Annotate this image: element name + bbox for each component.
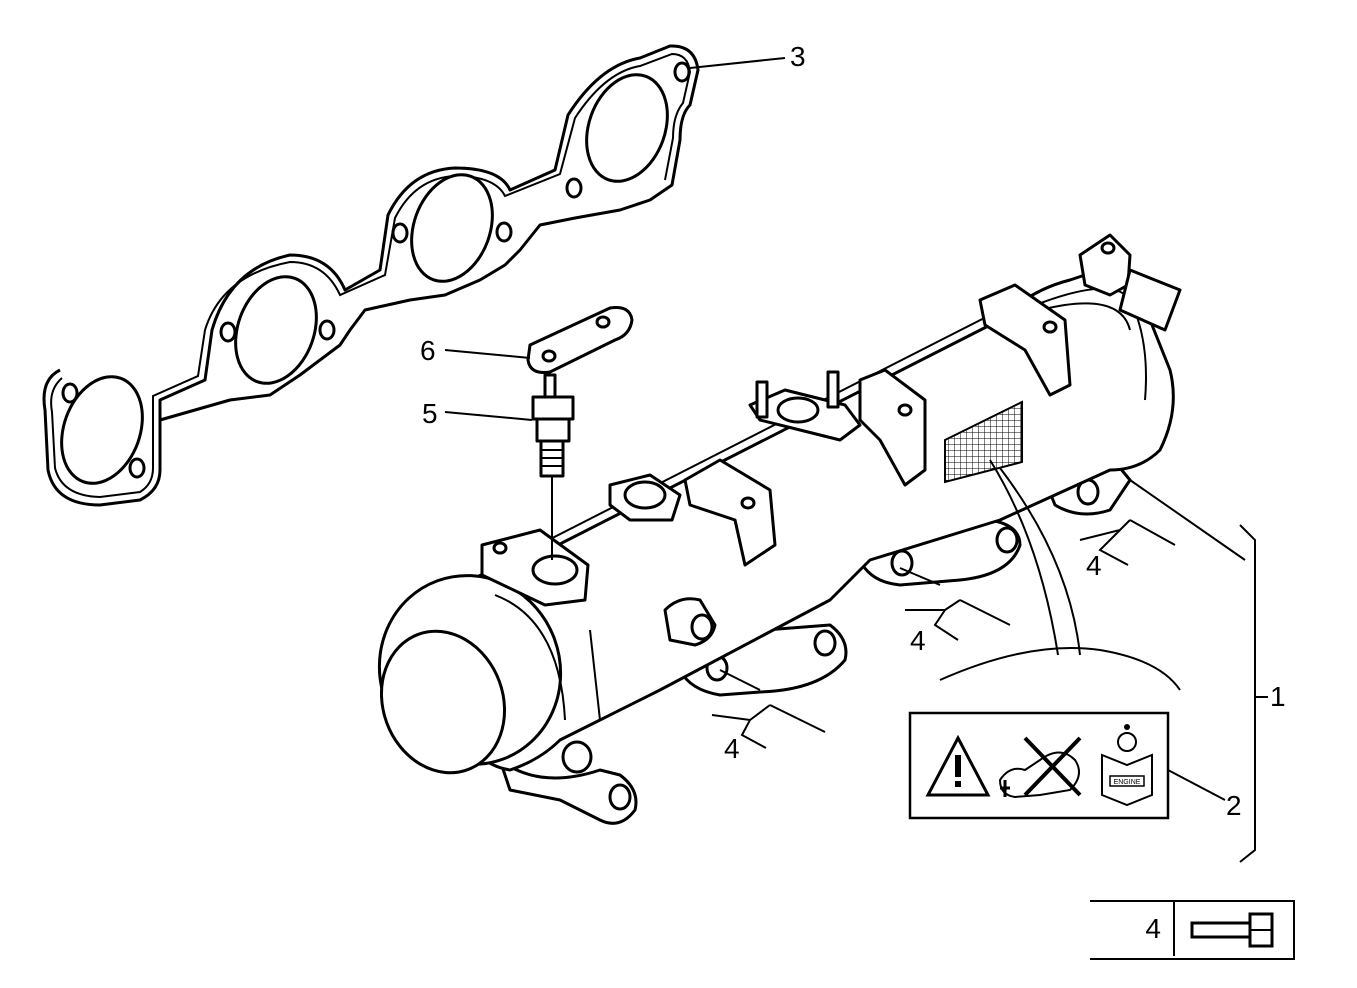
- callout-1: 1: [1270, 681, 1286, 712]
- callout-3: 3: [790, 41, 806, 72]
- manifold-gasket: [42, 44, 700, 507]
- bolt-icon: [1175, 902, 1293, 958]
- callout-2: 2: [1226, 790, 1242, 821]
- callout-4-right: 4: [1086, 550, 1102, 581]
- callout-4-left: 4: [724, 733, 740, 764]
- read-manual-icon: ENGINE: [1101, 724, 1153, 807]
- warning-triangle-icon: [925, 734, 991, 797]
- legend-box: 4: [1090, 900, 1295, 960]
- leader-lines: [444, 57, 1268, 863]
- cover-plate: [526, 306, 634, 374]
- no-touch-hot-surface-icon: [998, 736, 1082, 799]
- callout-4-middle: 4: [910, 625, 926, 656]
- legend-item-number: 4: [1090, 900, 1175, 956]
- callout-5: 5: [422, 398, 438, 429]
- callout-6: 6: [420, 335, 436, 366]
- warning-label: ENGINE: [908, 711, 1170, 820]
- exhaust-temperature-sensor: [531, 373, 575, 560]
- manual-book-text: ENGINE: [1114, 779, 1141, 786]
